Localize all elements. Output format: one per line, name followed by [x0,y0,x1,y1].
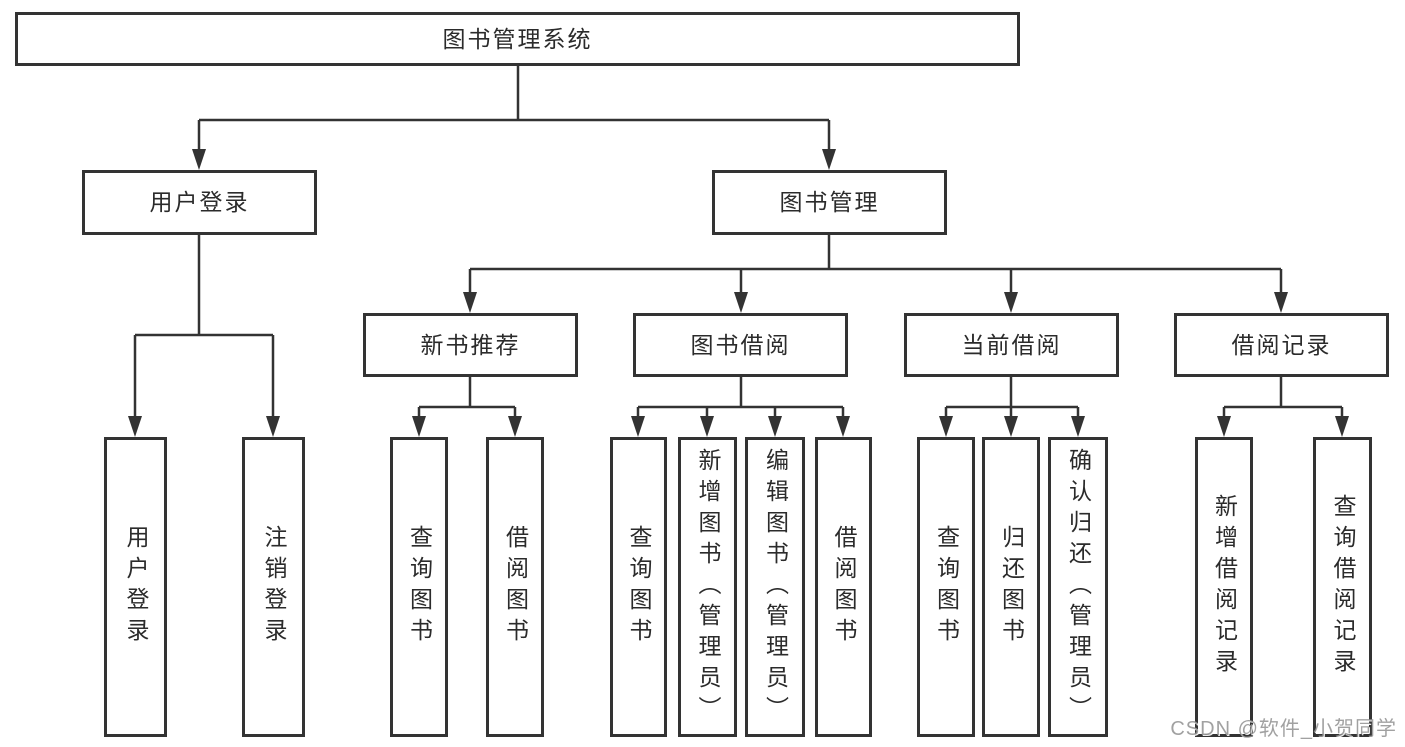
leaf-user-login-label: 用户登录 [123,525,149,649]
node-borrow-records-label: 借阅记录 [1231,331,1332,358]
leaf-return-book: 归还图书 [982,437,1040,737]
leaf-logout-label: 注销登录 [261,525,287,649]
leaf-user-login: 用户登录 [104,437,167,737]
leaf-add-book-admin: 新增图书（管理员） [678,437,737,737]
leaf-recommend-borrow-book: 借阅图书 [486,437,544,737]
node-book-borrowing: 图书借阅 [633,313,848,377]
leaf-query-borrow-record: 查询借阅记录 [1313,437,1372,737]
node-root: 图书管理系统 [15,12,1020,66]
leaf-edit-book-admin-label: 编辑图书（管理员） [762,447,789,727]
arrowheads [128,149,1349,437]
leaf-recommend-borrow-book-label: 借阅图书 [502,525,529,649]
leaf-add-borrow-record-label: 新增借阅记录 [1211,494,1238,680]
node-current-borrowing: 当前借阅 [904,313,1119,377]
leaf-add-borrow-record: 新增借阅记录 [1195,437,1253,737]
node-user-login-label: 用户登录 [149,189,250,215]
leaf-edit-book-admin: 编辑图书（管理员） [745,437,805,737]
leaf-current-query-book: 查询图书 [917,437,975,737]
leaf-logout: 注销登录 [242,437,305,737]
leaf-borrowing-borrow-book-label: 借阅图书 [831,525,857,649]
csdn-watermark: CSDN @软件_小贺同学 [1170,718,1397,740]
leaf-recommend-query-book-label: 查询图书 [406,525,433,649]
leaf-confirm-return-admin: 确认归还（管理员） [1048,437,1108,737]
leaf-recommend-query-book: 查询图书 [390,437,448,737]
leaf-query-borrow-record-label: 查询借阅记录 [1330,494,1356,680]
leaf-return-book-label: 归还图书 [998,525,1025,649]
node-book-borrowing-label: 图书借阅 [690,331,791,358]
node-book-management: 图书管理 [712,170,947,235]
leaf-confirm-return-admin-label: 确认归还（管理员） [1065,447,1092,727]
node-new-book-recommend: 新书推荐 [363,313,578,377]
leaf-current-query-book-label: 查询图书 [933,525,960,649]
leaf-borrowing-borrow-book: 借阅图书 [815,437,872,737]
leaf-add-book-admin-label: 新增图书（管理员） [695,447,721,727]
node-borrow-records: 借阅记录 [1174,313,1389,377]
leaf-borrowing-query-book: 查询图书 [610,437,667,737]
node-user-login: 用户登录 [82,170,317,235]
node-root-label: 图书管理系统 [442,25,593,52]
node-book-management-label: 图书管理 [779,189,880,215]
node-new-book-recommend-label: 新书推荐 [420,331,521,358]
leaf-borrowing-query-book-label: 查询图书 [626,525,652,649]
node-current-borrowing-label: 当前借阅 [961,331,1062,358]
